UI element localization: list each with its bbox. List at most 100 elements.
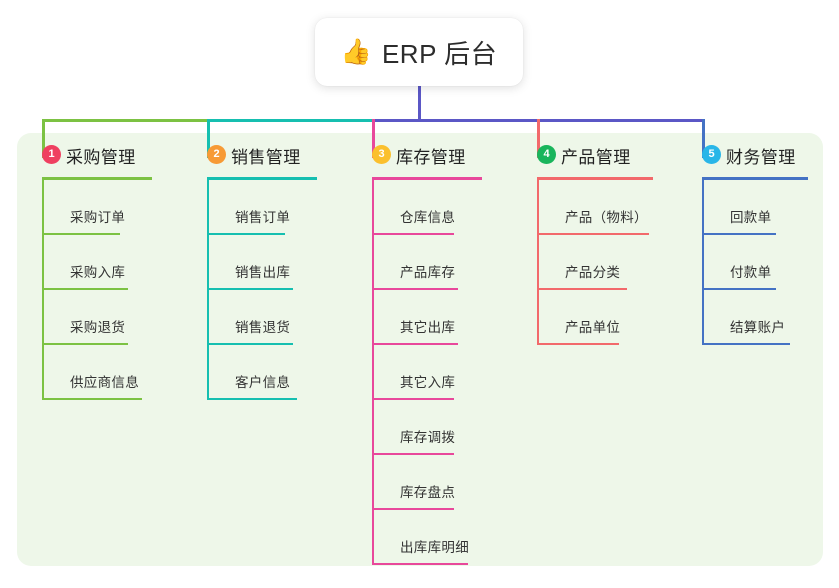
column-index-badge: 1: [42, 145, 61, 164]
leaf-item-underline: [537, 233, 649, 235]
leaf-item[interactable]: 其它出库: [372, 290, 482, 345]
leaf-item-label: 采购入库: [70, 265, 126, 280]
leaf-item[interactable]: 库存盘点: [372, 455, 482, 510]
column-header-4[interactable]: 4 产品管理: [537, 144, 653, 167]
leaf-item[interactable]: 采购入库: [42, 235, 152, 290]
column-header-underline: [207, 177, 317, 180]
connector-bar-segment-3: [372, 119, 421, 122]
column-header-underline: [537, 177, 653, 180]
leaf-item-label: 产品单位: [565, 320, 621, 335]
leaf-item[interactable]: 采购订单: [42, 180, 152, 235]
root-node-erp-backend[interactable]: 👍 ERP 后台: [315, 18, 523, 86]
column-销售管理: 2 销售管理销售订单销售出库销售退货客户信息: [207, 144, 317, 400]
leaf-item[interactable]: 仓库信息: [372, 180, 482, 235]
leaf-item[interactable]: 出库库明细: [372, 510, 482, 565]
branch-spine: [42, 180, 44, 400]
leaf-item-label: 仓库信息: [400, 210, 456, 225]
leaf-item-underline: [42, 398, 142, 400]
leaf-item-label: 销售出库: [235, 265, 291, 280]
leaf-item[interactable]: 销售出库: [207, 235, 317, 290]
leaf-item-label: 其它出库: [400, 320, 456, 335]
leaf-item[interactable]: 产品分类: [537, 235, 653, 290]
leaf-item[interactable]: 产品（物料）: [537, 180, 653, 235]
branch-spine: [702, 180, 704, 345]
connector-bar-segment-1: [42, 119, 207, 122]
thumbs-up-icon: 👍: [340, 37, 372, 66]
leaf-item[interactable]: 付款单: [702, 235, 808, 290]
leaf-item-label: 销售订单: [235, 210, 291, 225]
column-header-3[interactable]: 3 库存管理: [372, 144, 482, 167]
leaf-item-underline: [207, 288, 293, 290]
root-node-title: ERP 后台: [381, 38, 498, 69]
column-header-2[interactable]: 2 销售管理: [207, 144, 317, 167]
leaf-item-underline: [702, 233, 776, 235]
leaf-item[interactable]: 客户信息: [207, 345, 317, 400]
column-header-1[interactable]: 1 采购管理: [42, 144, 152, 167]
leaf-item-label: 采购退货: [70, 320, 126, 335]
column-header-underline: [42, 177, 152, 180]
leaf-item-underline: [372, 508, 454, 510]
leaf-item-label: 库存调拨: [400, 430, 456, 445]
connector-drop-1: [42, 119, 45, 158]
leaf-item[interactable]: 回款单: [702, 180, 808, 235]
column-header-underline: [702, 177, 808, 180]
leaf-item-label: 采购订单: [70, 210, 126, 225]
leaf-item[interactable]: 产品库存: [372, 235, 482, 290]
leaf-item[interactable]: 供应商信息: [42, 345, 152, 400]
leaf-item-label: 库存盘点: [400, 485, 456, 500]
column-branch: 采购订单采购入库采购退货供应商信息: [42, 180, 152, 400]
connector-drop-4: [537, 119, 540, 158]
column-branch: 仓库信息产品库存其它出库其它入库库存调拨库存盘点出库库明细: [372, 180, 482, 565]
column-title: 采购管理: [66, 147, 136, 167]
leaf-item-underline: [42, 288, 128, 290]
leaf-item[interactable]: 其它入库: [372, 345, 482, 400]
leaf-item[interactable]: 销售订单: [207, 180, 317, 235]
leaf-item-label: 供应商信息: [70, 375, 139, 390]
column-index-badge: 3: [372, 145, 391, 164]
column-index-badge: 5: [702, 145, 721, 164]
leaf-item[interactable]: 产品单位: [537, 290, 653, 345]
column-title: 库存管理: [396, 147, 466, 167]
leaf-item[interactable]: 库存调拨: [372, 400, 482, 455]
column-title: 产品管理: [561, 147, 631, 167]
column-header-underline: [372, 177, 482, 180]
column-title: 销售管理: [231, 147, 301, 167]
leaf-item[interactable]: 销售退货: [207, 290, 317, 345]
leaf-item-label: 产品（物料）: [565, 210, 648, 225]
column-库存管理: 3 库存管理仓库信息产品库存其它出库其它入库库存调拨库存盘点出库库明细: [372, 144, 482, 565]
leaf-item-label: 付款单: [730, 265, 772, 280]
branch-spine: [537, 180, 539, 345]
connector-trunk: [418, 86, 421, 122]
leaf-item-underline: [207, 233, 285, 235]
leaf-item-underline: [537, 288, 627, 290]
connector-drop-2: [207, 119, 210, 158]
column-branch: 销售订单销售出库销售退货客户信息: [207, 180, 317, 400]
leaf-item-label: 销售退货: [235, 320, 291, 335]
column-branch: 产品（物料） 产品分类产品单位: [537, 180, 653, 345]
leaf-item-label: 产品库存: [400, 265, 456, 280]
leaf-item[interactable]: 采购退货: [42, 290, 152, 345]
leaf-item-label: 产品分类: [565, 265, 621, 280]
connector-bar-segment-4: [418, 119, 705, 122]
column-index-badge: 4: [537, 145, 556, 164]
leaf-item-underline: [372, 343, 458, 345]
leaf-item-label: 客户信息: [235, 375, 291, 390]
leaf-item[interactable]: 结算账户: [702, 290, 808, 345]
leaf-item-label: 其它入库: [400, 375, 456, 390]
branch-spine: [207, 180, 209, 400]
leaf-item-underline: [42, 343, 128, 345]
leaf-item-underline: [372, 233, 454, 235]
column-采购管理: 1 采购管理采购订单采购入库采购退货供应商信息: [42, 144, 152, 400]
diagram-background-panel: [17, 133, 823, 566]
leaf-item-underline: [702, 288, 776, 290]
leaf-item-underline: [372, 288, 458, 290]
column-branch: 回款单付款单结算账户: [702, 180, 808, 345]
leaf-item-underline: [372, 453, 454, 455]
leaf-item-underline: [372, 398, 454, 400]
column-产品管理: 4 产品管理产品（物料） 产品分类产品单位: [537, 144, 653, 345]
leaf-item-label: 结算账户: [730, 320, 786, 335]
branch-spine: [372, 180, 374, 565]
leaf-item-underline: [207, 398, 297, 400]
column-index-badge: 2: [207, 145, 226, 164]
